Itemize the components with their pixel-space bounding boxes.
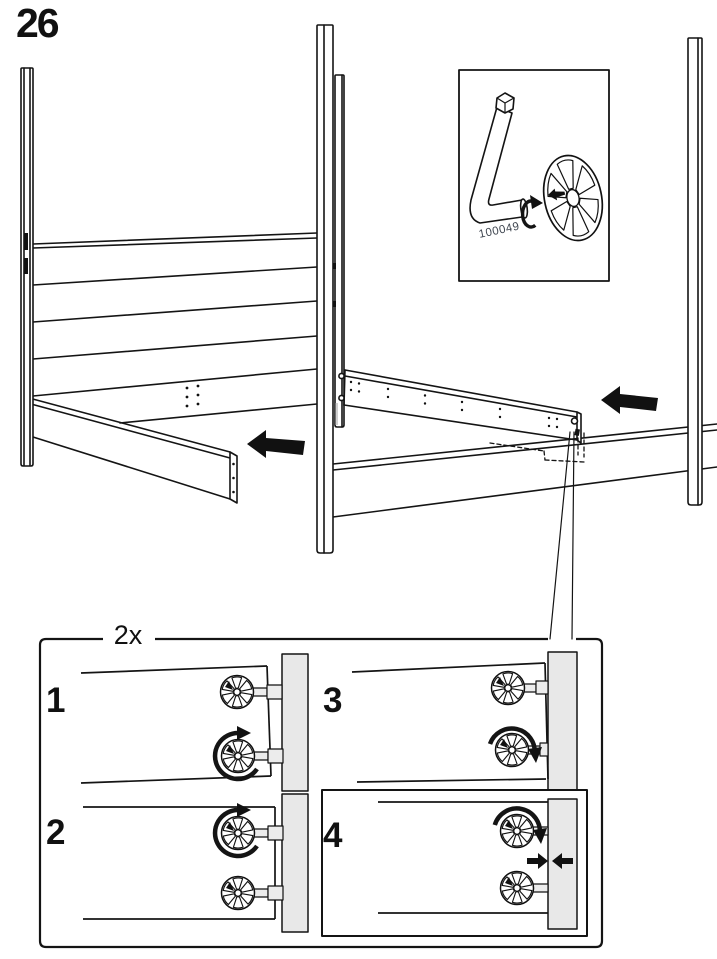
rotate-arrow-icon xyxy=(520,195,543,229)
bed-post-back xyxy=(333,74,345,428)
detail-panel-border xyxy=(38,637,604,949)
rail-screw-holes xyxy=(349,380,559,429)
direction-arrow-left xyxy=(247,430,305,458)
detail-step-1-figure xyxy=(80,653,309,792)
tool-inset-box xyxy=(458,69,610,282)
bed-post-middle xyxy=(316,24,334,554)
detail-step-2-figure xyxy=(83,793,309,933)
dashed-position-guide xyxy=(489,430,585,463)
cam-lock-icon xyxy=(499,870,535,906)
detail-panel xyxy=(38,637,604,949)
post-cross-section xyxy=(547,651,578,791)
post-cross-section xyxy=(281,793,309,933)
callout-lines xyxy=(549,431,575,640)
side-rail-far xyxy=(332,423,717,518)
quantity-label: 2x xyxy=(113,620,143,650)
detail-step-2-label: 2 xyxy=(46,813,66,852)
bed-post-right xyxy=(687,37,703,506)
detail-step-3-figure xyxy=(351,651,578,791)
detail-step-4-frame xyxy=(321,789,588,937)
allen-key-icon xyxy=(469,92,529,224)
headboard-cam-holes xyxy=(185,384,200,408)
side-rail-front xyxy=(28,397,238,504)
rail-end-holes xyxy=(232,462,235,494)
side-rail-near xyxy=(343,369,582,444)
cam-lock-icon xyxy=(220,875,256,911)
rotate-arrow-icon xyxy=(492,806,547,844)
cam-lock-icon xyxy=(219,674,255,710)
cam-lock-icon xyxy=(490,670,526,706)
cam-lock-icon xyxy=(494,732,530,768)
rotate-arrow-icon xyxy=(487,726,542,763)
detail-step-4-label: 4 xyxy=(323,816,343,855)
step-number: 26 xyxy=(16,0,60,46)
headboard-panel xyxy=(32,232,318,424)
flush-fit-arrows-icon xyxy=(527,853,573,869)
direction-arrow-right xyxy=(601,386,658,414)
detail-step-3-label: 3 xyxy=(323,681,343,720)
cam-lock-icon xyxy=(499,813,535,849)
bed-frame-illustration xyxy=(20,24,717,640)
cam-lock-wheel-large xyxy=(542,154,604,242)
rotate-arrow-icon xyxy=(212,803,259,859)
cam-lock-icon xyxy=(220,815,256,851)
cam-lock-icon xyxy=(220,738,256,774)
bed-post-left xyxy=(20,67,34,467)
post-cross-section xyxy=(281,653,309,792)
detail-step-4-figure xyxy=(321,789,588,937)
rotate-arrow-icon xyxy=(212,726,259,782)
detail-step-1-label: 1 xyxy=(46,681,66,720)
